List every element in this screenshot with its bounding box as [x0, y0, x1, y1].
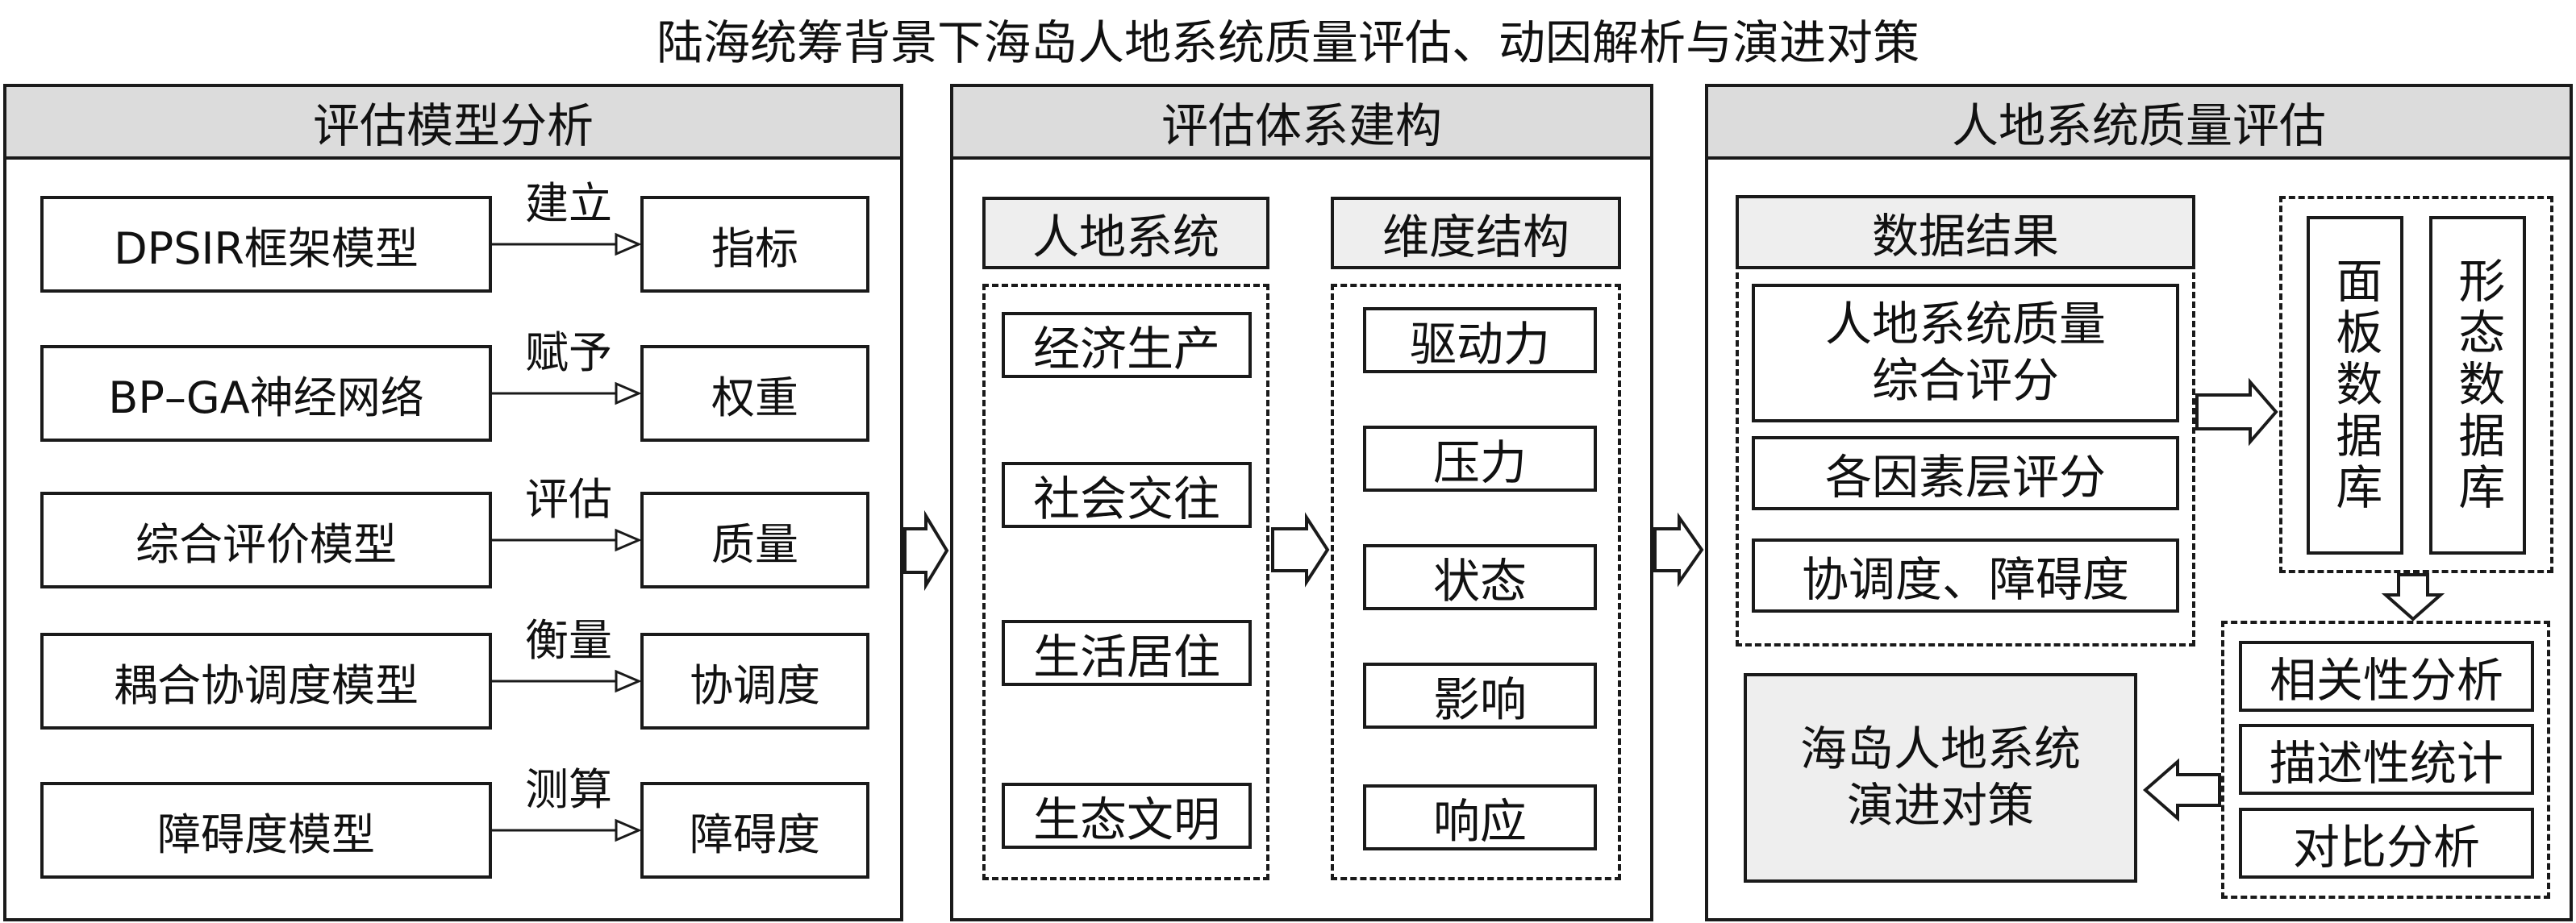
- dim-driving-force: 驱动力: [1363, 307, 1597, 373]
- diagram-title: 陆海统筹背景下海岛人地系统质量评估、动因解析与演进对策: [656, 15, 1919, 70]
- action-label-assign: 赋予: [525, 327, 612, 378]
- result-box-weight: 权重: [640, 345, 869, 442]
- block-arrow-model-to-system: [903, 509, 949, 592]
- panel-model-header: 评估模型分析: [6, 87, 900, 160]
- model-box-bpga: BP–GA神经网络: [40, 345, 492, 442]
- result-overall-score-line1: 人地系统质量: [1824, 297, 2106, 352]
- dim-state: 状态: [1363, 544, 1597, 610]
- item-living-residence: 生活居住: [1002, 620, 1252, 686]
- dim-pressure: 压力: [1363, 426, 1597, 492]
- result-box-obstacle-degree: 障碍度: [640, 782, 869, 879]
- data-results-title: 数据结果: [1736, 195, 2195, 269]
- dimension-structure-title: 维度结构: [1331, 197, 1621, 269]
- item-social-interaction: 社会交往: [1002, 462, 1252, 528]
- result-box-indicator: 指标: [640, 196, 869, 293]
- block-arrow-system-to-quality: [1653, 512, 1704, 588]
- analysis-descriptive: 描述性统计: [2239, 724, 2534, 795]
- result-box-coordination: 协调度: [640, 633, 869, 730]
- panel-model-analysis: 评估模型分析: [3, 84, 903, 921]
- analysis-correlation: 相关性分析: [2239, 641, 2534, 712]
- dimension-structure-group: [1331, 284, 1621, 880]
- island-strategy-box: 海岛人地系统 演进对策: [1744, 673, 2137, 883]
- panel-database: 面板数据库: [2307, 216, 2403, 555]
- panel-system-construction: 评估体系建构: [950, 84, 1653, 921]
- form-database: 形态数据库: [2429, 216, 2526, 555]
- item-economic-production: 经济生产: [1002, 312, 1252, 378]
- panel-quality-header: 人地系统质量评估: [1708, 87, 2570, 160]
- model-box-comprehensive: 综合评价模型: [40, 492, 492, 588]
- analysis-comparative: 对比分析: [2239, 808, 2534, 879]
- action-label-calculate: 测算: [525, 764, 612, 815]
- model-box-coupling: 耦合协调度模型: [40, 633, 492, 730]
- island-strategy-line2: 演进对策: [1846, 778, 2034, 833]
- dim-impact: 影响: [1363, 663, 1597, 729]
- panel-database-text: 面板数据库: [2328, 256, 2383, 514]
- action-label-evaluate: 评估: [525, 474, 612, 525]
- human-earth-system-title: 人地系统: [982, 197, 1269, 269]
- dim-response: 响应: [1363, 784, 1597, 850]
- result-overall-score-line2: 综合评分: [1871, 353, 2059, 408]
- result-overall-score: 人地系统质量 综合评分: [1752, 284, 2179, 422]
- result-box-quality: 质量: [640, 492, 869, 588]
- item-ecological-civilization: 生态文明: [1002, 783, 1252, 849]
- action-label-establish: 建立: [525, 178, 612, 229]
- model-box-dpsir: DPSIR框架模型: [40, 196, 492, 293]
- panel-quality-evaluation: 人地系统质量评估: [1705, 84, 2573, 921]
- model-box-obstacle: 障碍度模型: [40, 782, 492, 879]
- analysis-group: [2221, 621, 2550, 899]
- result-factor-score: 各因素层评分: [1752, 436, 2179, 510]
- result-coordination-obstacle: 协调度、障碍度: [1752, 538, 2179, 613]
- panel-system-header: 评估体系建构: [953, 87, 1650, 160]
- form-database-text: 形态数据库: [2450, 256, 2506, 514]
- island-strategy-line1: 海岛人地系统: [1799, 721, 2081, 777]
- human-earth-system-group: [982, 284, 1269, 880]
- action-label-measure: 衡量: [525, 615, 612, 666]
- database-group: [2279, 196, 2553, 573]
